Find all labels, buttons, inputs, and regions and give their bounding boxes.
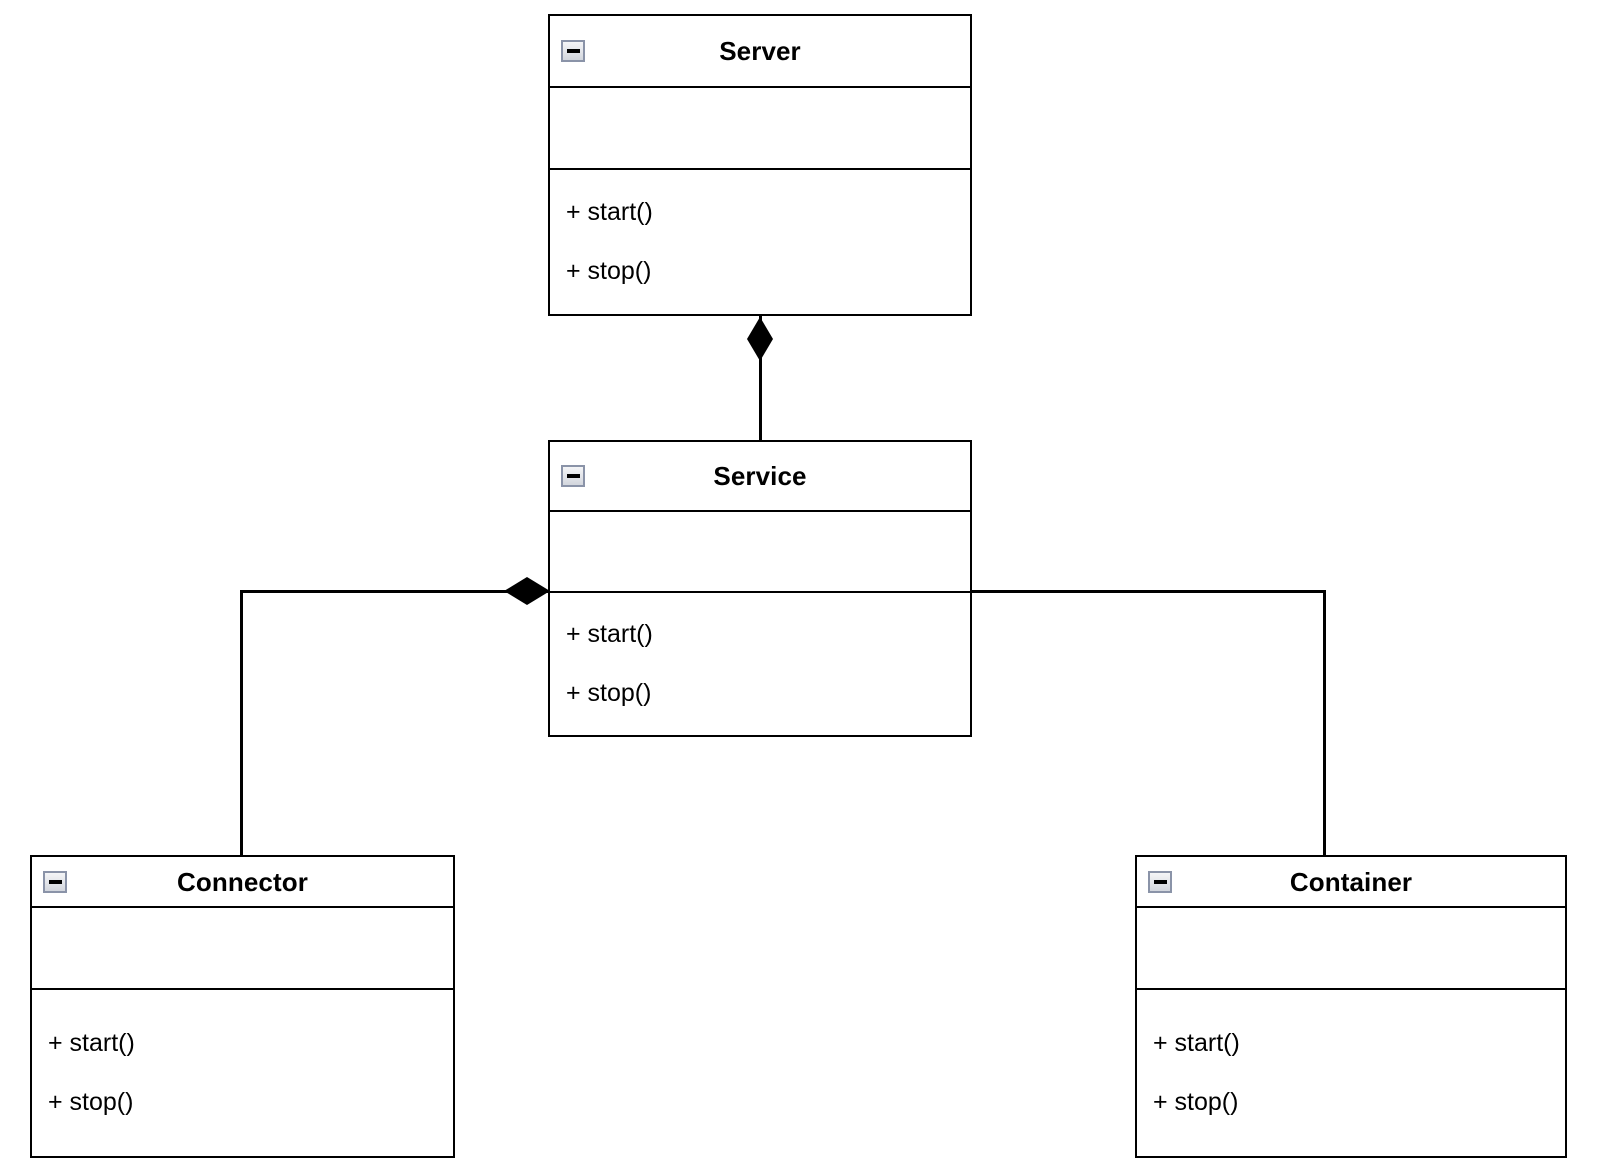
class-name-service: Service	[713, 461, 807, 491]
class-name-server: Server	[719, 36, 801, 66]
class-operations-service: + start() + stop()	[550, 593, 970, 735]
edge-server-service[interactable]	[759, 316, 762, 440]
operation-item: + start()	[1153, 1029, 1240, 1057]
minus-bar	[48, 879, 62, 884]
minus-bar	[566, 49, 580, 53]
class-header-container: Container	[1137, 857, 1565, 908]
class-header-service: Service	[550, 442, 970, 512]
edge-service-connector-vertical[interactable]	[240, 590, 243, 857]
operation-item: + start()	[566, 198, 653, 226]
class-operations-container: + start() + stop()	[1137, 990, 1565, 1156]
class-name-connector: Connector	[177, 866, 308, 897]
minus-icon[interactable]	[43, 870, 67, 893]
class-attributes-service	[550, 512, 970, 593]
class-operations-server: + start() + stop()	[550, 170, 970, 314]
edge-service-container-horizontal[interactable]	[969, 590, 1326, 593]
operation-item: + start()	[48, 1029, 135, 1057]
class-attributes-container	[1137, 908, 1565, 990]
uml-class-service[interactable]: Service + start() + stop()	[548, 440, 972, 737]
composition-diamond-server-service[interactable]	[747, 317, 773, 361]
minus-bar	[1153, 879, 1167, 884]
composition-diamond-service-connector[interactable]	[504, 577, 550, 605]
class-attributes-connector	[32, 908, 453, 990]
uml-class-container[interactable]: Container + start() + stop()	[1135, 855, 1567, 1158]
edge-service-connector-horizontal[interactable]	[240, 590, 550, 593]
uml-class-connector[interactable]: Connector + start() + stop()	[30, 855, 455, 1158]
operation-item: + stop()	[566, 257, 652, 285]
operation-item: + stop()	[566, 679, 652, 707]
class-header-connector: Connector	[32, 857, 453, 908]
class-attributes-server	[550, 88, 970, 170]
class-operations-connector: + start() + stop()	[32, 990, 453, 1156]
minus-icon[interactable]	[561, 465, 585, 487]
class-name-container: Container	[1289, 866, 1413, 897]
minus-icon[interactable]	[1148, 870, 1172, 893]
class-header-server: Server	[550, 16, 970, 88]
uml-class-server[interactable]: Server + start() + stop()	[548, 14, 972, 316]
operation-item: + start()	[566, 620, 653, 648]
minus-bar	[566, 474, 580, 478]
minus-icon[interactable]	[561, 40, 585, 62]
edge-service-container-vertical[interactable]	[1323, 590, 1326, 857]
operation-item: + stop()	[48, 1088, 134, 1116]
operation-item: + stop()	[1153, 1088, 1239, 1116]
